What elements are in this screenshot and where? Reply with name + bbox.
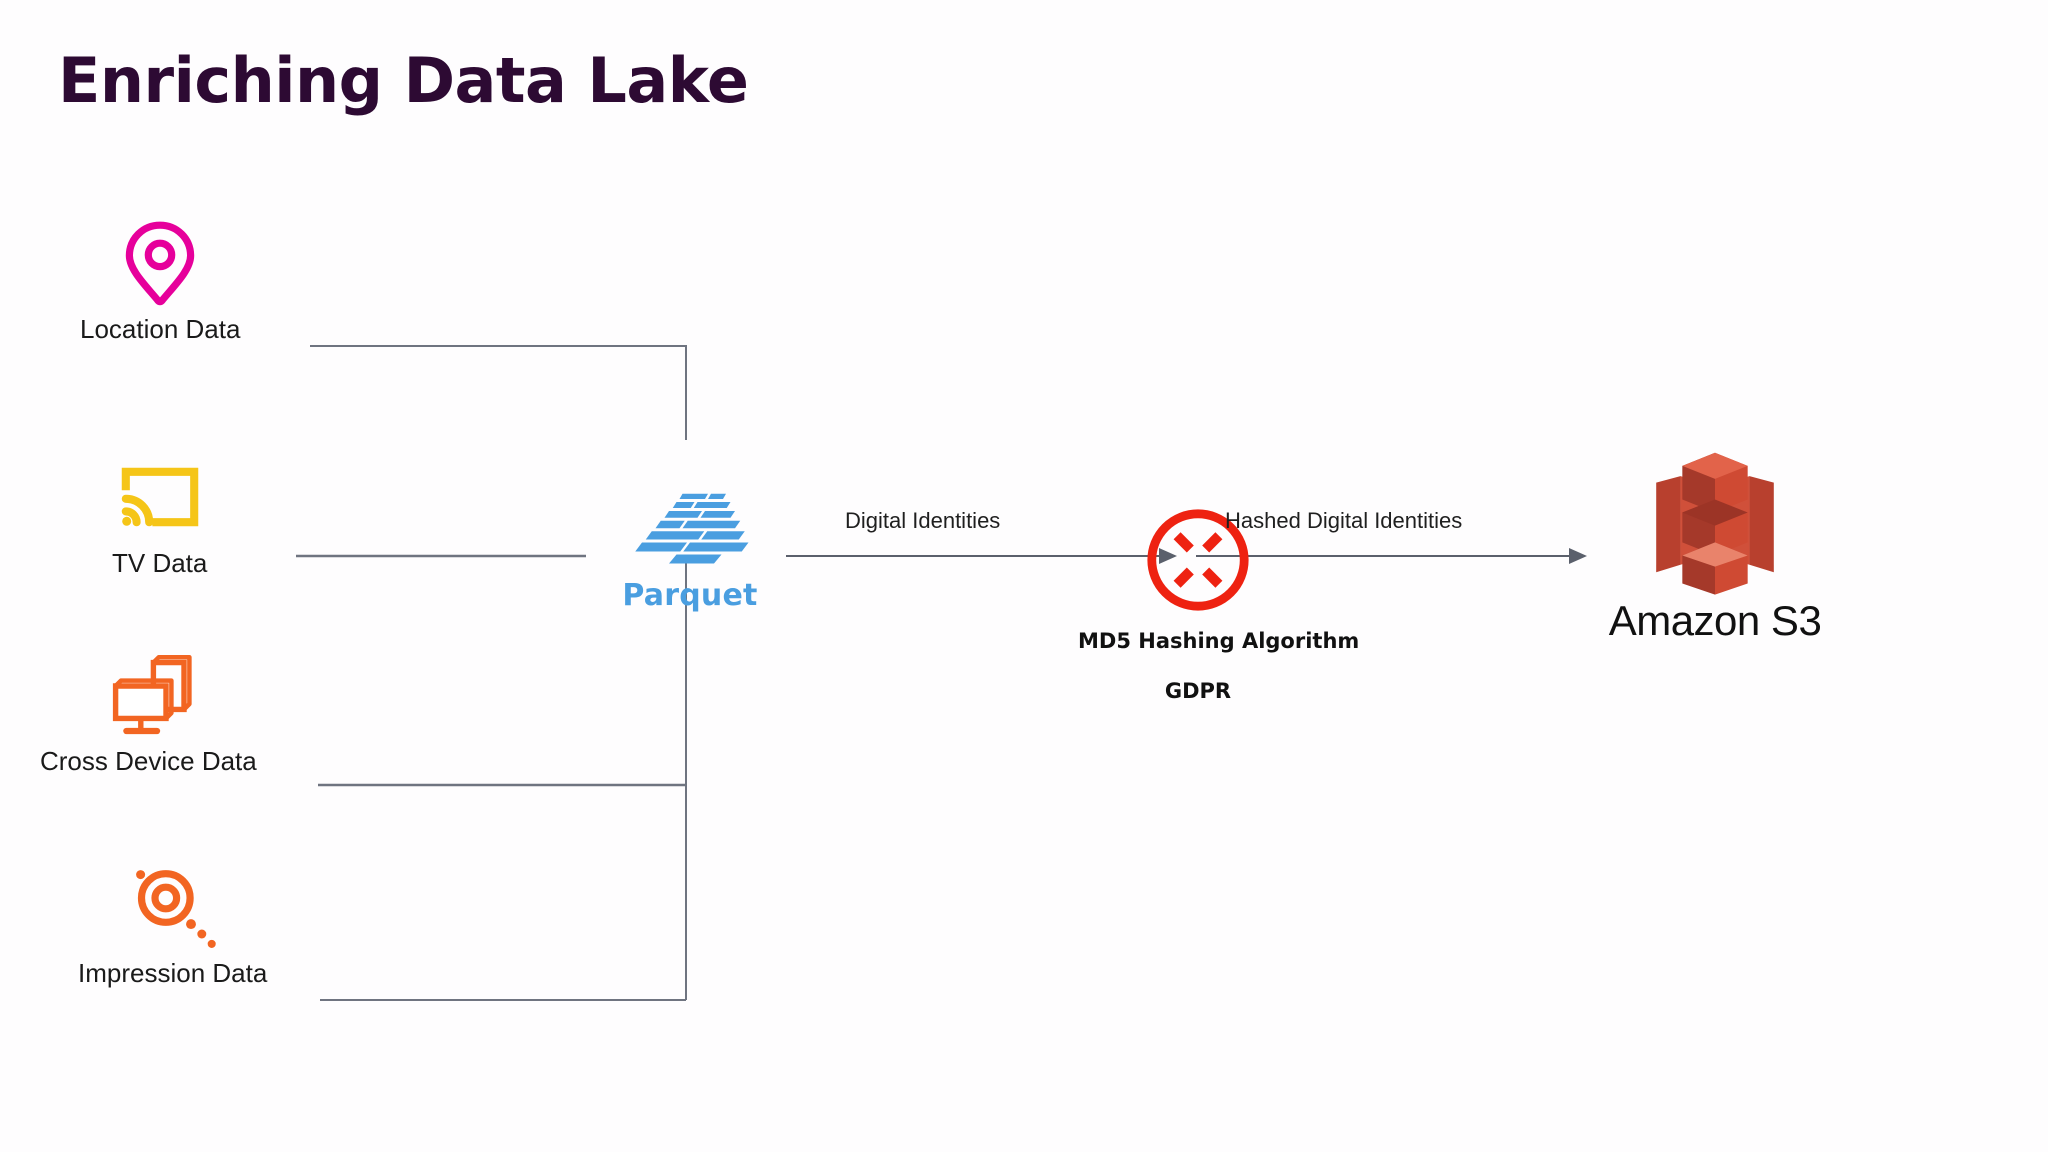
source-node-location[interactable]: Location Data [80,218,240,345]
amazon-s3-node[interactable]: Amazon S3 [1600,445,1830,645]
location-pin-icon [126,221,195,306]
md5-label: MD5 Hashing Algorithm [1078,629,1360,653]
page-title: Enriching Data Lake [58,44,749,117]
source-node-crossdevice[interactable]: Cross Device Data [40,650,257,777]
parquet-label: Parquet [622,578,758,613]
amazon-s3-label: Amazon S3 [1608,597,1822,644]
flow-label-hashed-digital-identities: Hashed Digital Identities [1225,508,1463,533]
md5-hashing-node[interactable]: MD5 Hashing Algorithm GDPR [1078,505,1360,703]
impression-target-icon [135,870,216,948]
hash-circle-icon [1147,509,1249,611]
parquet-logo-icon [635,493,749,564]
source-node-tv[interactable]: TV Data [112,452,207,579]
cross-device-monitor-icon [113,654,193,735]
source-label-impression: Impression Data [78,958,268,988]
source-label-tv: TV Data [112,548,208,578]
tv-cast-icon [121,467,198,527]
parquet-node[interactable]: Parquet [620,486,760,613]
source-label-crossdevice: Cross Device Data [40,746,257,776]
source-label-location: Location Data [80,314,241,344]
flow-label-digital-identities: Digital Identities [845,508,1001,533]
amazon-s3-bucket-icon [1656,452,1774,595]
source-node-impression[interactable]: Impression Data [78,862,267,989]
wire-location-to-parquet [310,345,687,440]
gdpr-label: GDPR [1164,679,1232,703]
